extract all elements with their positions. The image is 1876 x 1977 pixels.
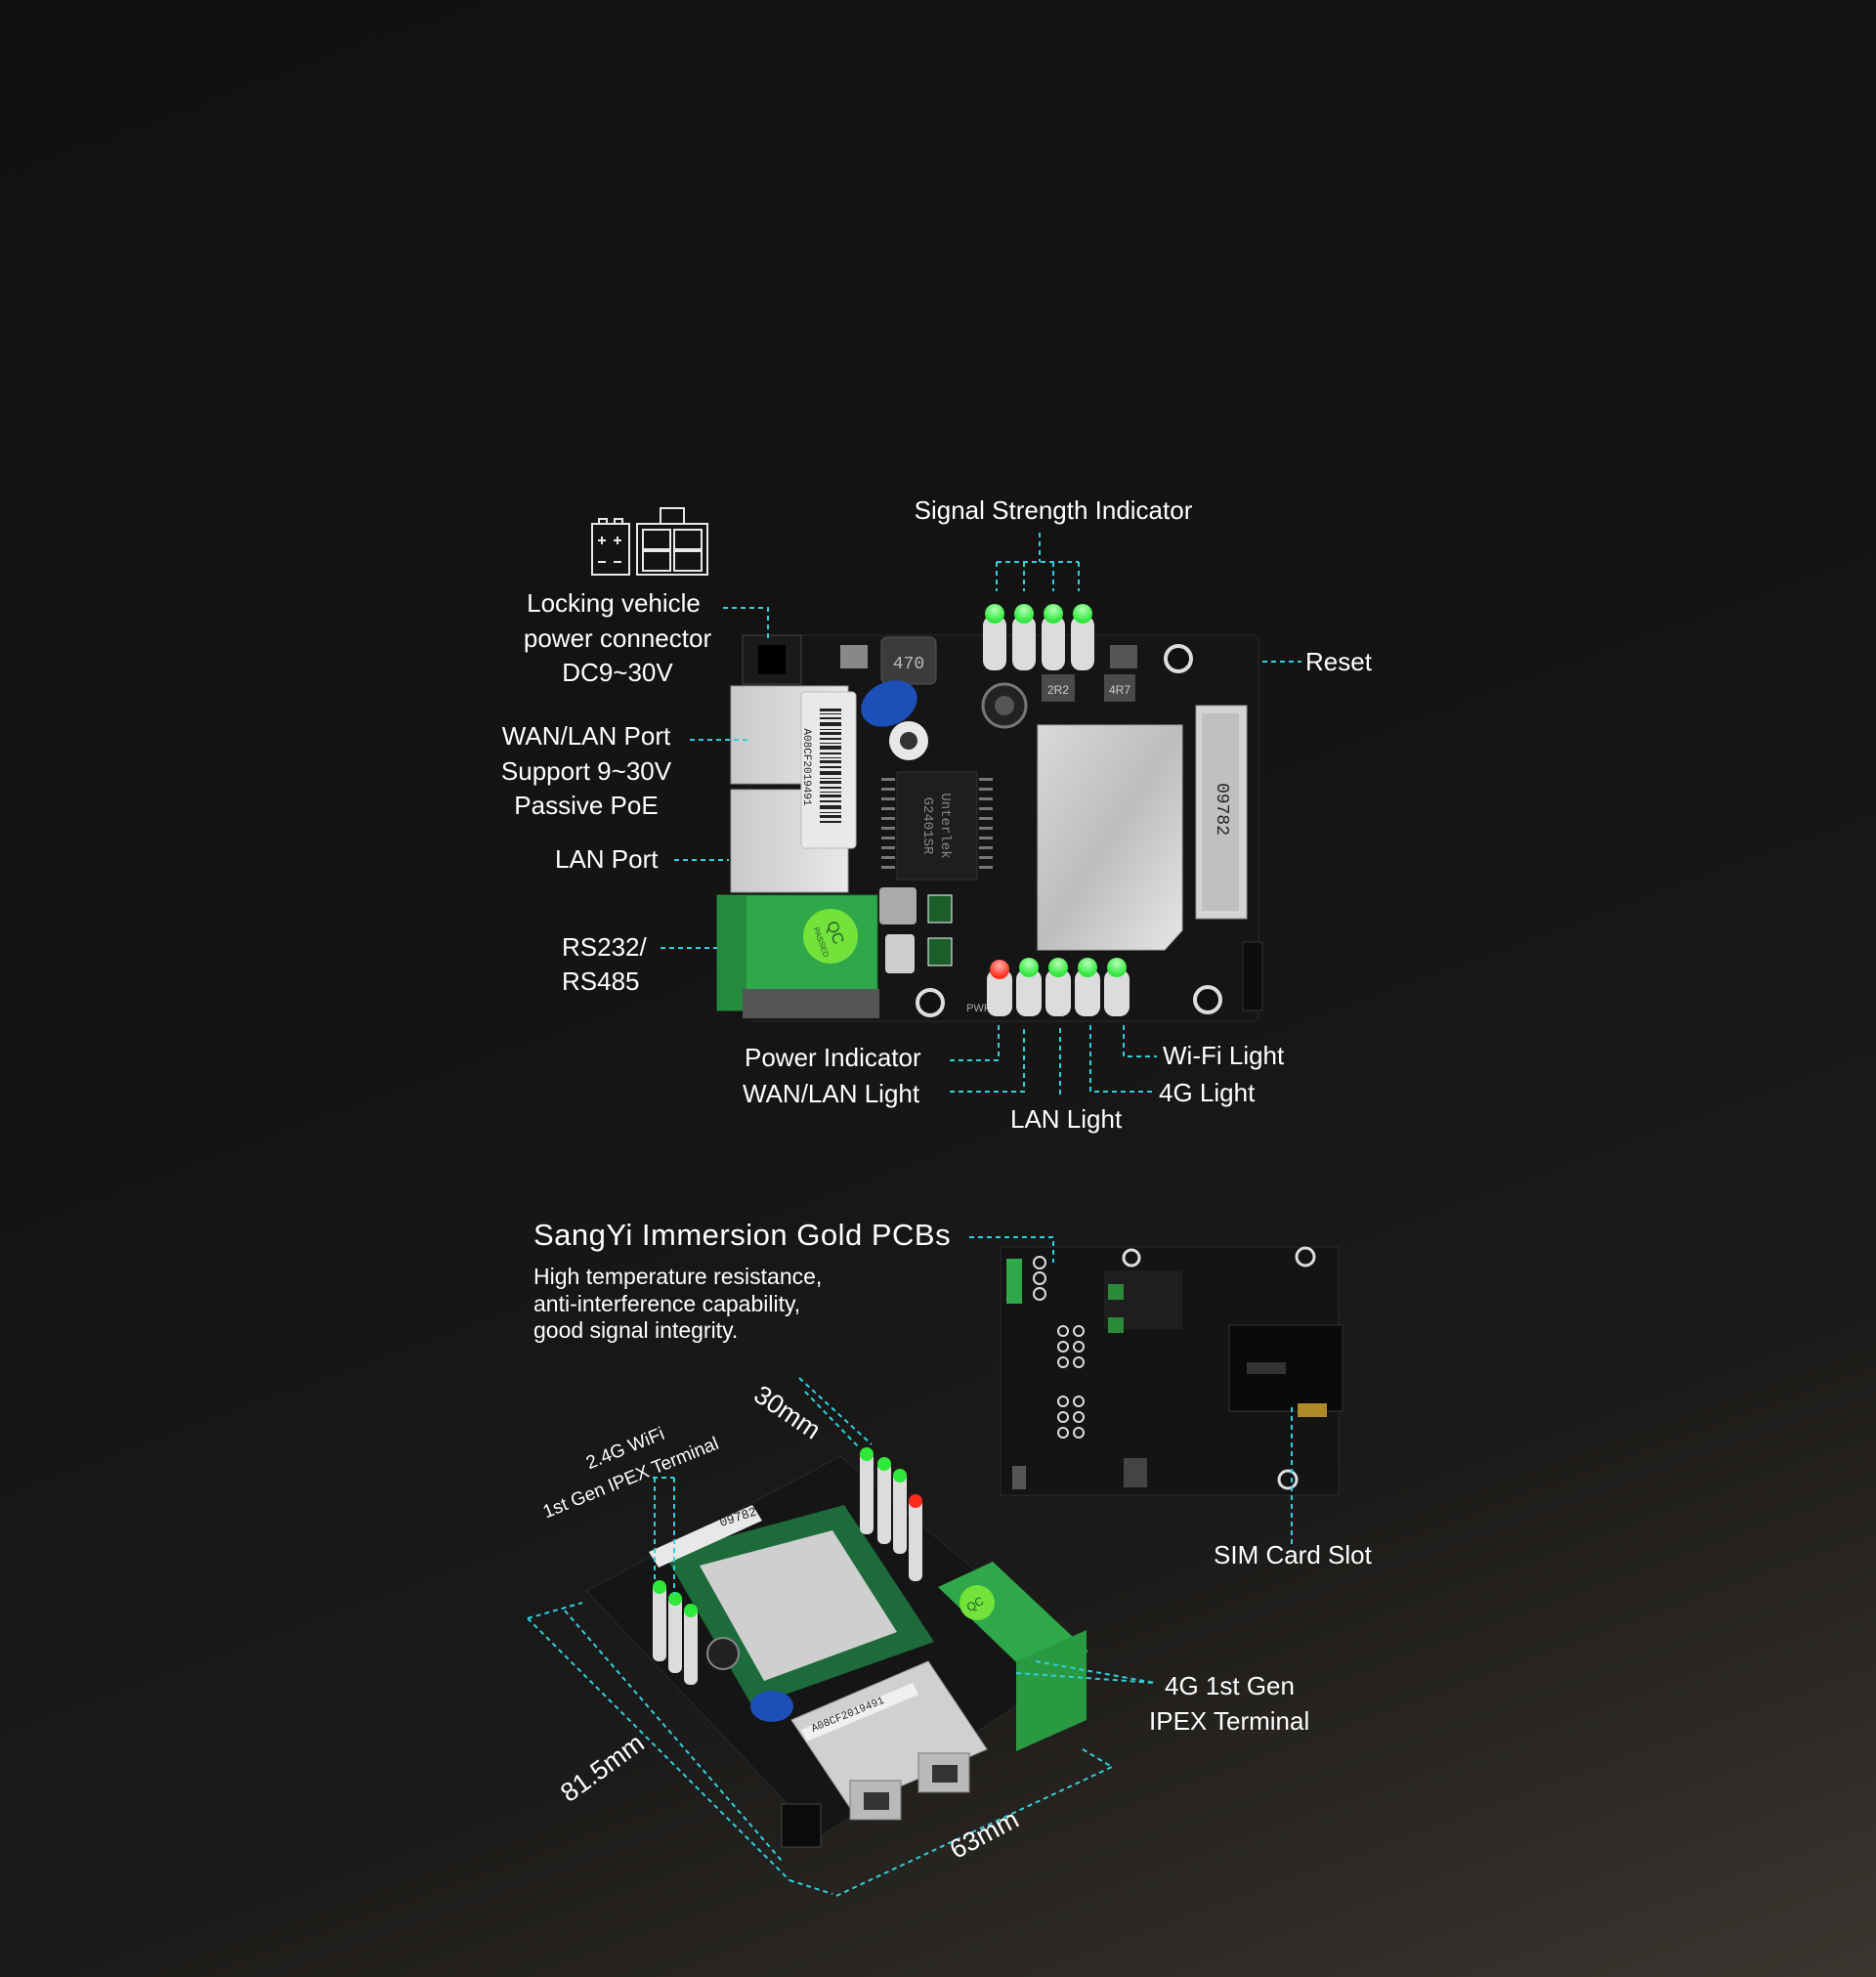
power-connector-icon [591,507,708,576]
4g-light-label: 4G Light [1159,1078,1256,1107]
power-indicator-label: Power Indicator [745,1043,921,1072]
pcb-title: SangYi Immersion Gold PCBs [533,1218,952,1252]
isometric-board: 09782 A08CF2019491 QC [585,1447,1088,1848]
pcb-desc-line3: good signal integrity. [533,1317,739,1343]
wifi-light-label: Wi-Fi Light [1163,1041,1285,1070]
signal-strength-label: Signal Strength Indicator [914,495,1193,525]
svg-text:Unterlek: Unterlek [937,793,953,858]
locking-connector-label-line2: power connector [523,623,712,653]
pcb-desc-line2: anti-interference capability, [533,1291,801,1316]
4g-ipex-label-line2: IPEX Terminal [1149,1706,1310,1736]
svg-text:G2401SR: G2401SR [919,797,935,855]
lan-port-label: LAN Port [555,844,659,874]
locking-connector-label-line1: Locking vehicle [527,588,701,618]
wan-port-label-line2: Support 9~30V [500,756,672,786]
sim-slot-label: SIM Card Slot [1214,1540,1372,1569]
svg-text:2R2: 2R2 [1047,683,1069,697]
reset-label: Reset [1305,647,1372,676]
signal-strength-leds [983,604,1094,670]
lan-light-label: LAN Light [1010,1104,1123,1134]
cap-470-text: 470 [893,655,924,674]
wan-port-label-line1: WAN/LAN Port [501,721,671,751]
module-serial-text: 09782 [1212,783,1231,836]
4g-ipex-label-line1: 4G 1st Gen [1165,1671,1295,1700]
svg-text:PWR: PWR [966,1003,992,1014]
rs-label-line1: RS232/ [562,932,647,962]
backside-pcb [1000,1246,1343,1496]
wan-port-label-line3: Passive PoE [514,791,659,820]
svg-text:4R7: 4R7 [1109,683,1130,697]
pcb-desc-line1: High temperature resistance, [533,1264,823,1289]
locking-connector-label-line3: DC9~30V [562,658,673,687]
rs-label-line2: RS485 [562,967,640,996]
wan-lan-light-label: WAN/LAN Light [743,1079,920,1108]
status-leds [987,958,1130,1016]
top-mac-label: A08CF2019491 [800,728,812,806]
